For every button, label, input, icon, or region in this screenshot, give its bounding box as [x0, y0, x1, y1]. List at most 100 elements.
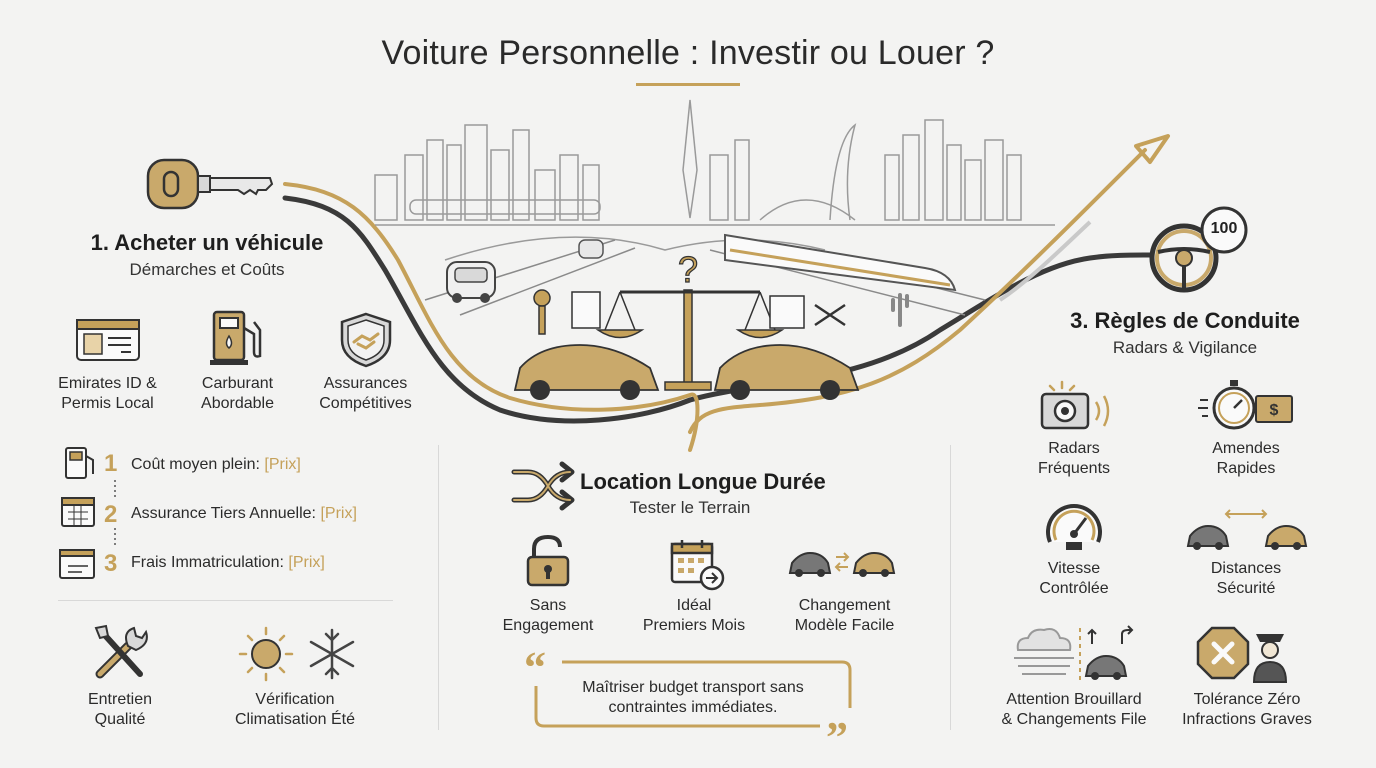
shuffle-icon: [814, 303, 846, 327]
label-line2: Qualité: [94, 711, 146, 728]
maintenance-item-ac: Vérification Climatisation Été: [215, 690, 375, 730]
fuel-pump-icon: [65, 447, 94, 479]
label-line1: Radars: [1048, 440, 1100, 457]
maintenance-item-tools: Entretien Qualité: [50, 690, 190, 730]
label-line2: Premiers Mois: [642, 617, 746, 634]
sun-icon: [238, 626, 294, 682]
calendar-icon: [61, 497, 95, 527]
sun-snowflake-icon: [238, 626, 355, 682]
label-line2: Modèle Facile: [794, 617, 895, 634]
close-quote-icon: ”: [826, 713, 848, 762]
car-swap-icon: [788, 551, 896, 577]
section3-item-fines: Amendes Rapides: [1176, 439, 1316, 479]
label-line1: Carburant: [201, 375, 274, 392]
label-line1: Amendes: [1212, 440, 1280, 457]
dotted-connector: [114, 480, 116, 546]
svg-text:$: $: [1270, 402, 1279, 419]
label-line2: Abordable: [201, 395, 274, 412]
label-line1: Assurances: [323, 375, 408, 392]
documents-icon: [59, 549, 95, 579]
label-line2: & Changements File: [1001, 711, 1147, 728]
calendar-icon: [769, 295, 805, 329]
tools-icon: [94, 624, 148, 679]
section3-item-radars: Radars Fréquents: [1004, 439, 1144, 479]
cost-value: [Prix]: [320, 505, 357, 522]
section1-subtitle: Démarches et Coûts: [129, 260, 285, 279]
document-icon: [571, 291, 601, 329]
label-line2: Engagement: [502, 617, 594, 634]
cost-row-2: Assurance Tiers Annuelle: [Prix]: [131, 505, 357, 523]
section3-item-distances: Distances Sécurité: [1176, 559, 1316, 599]
speed-limit-badge: 100: [1210, 220, 1238, 237]
label-line1: Tolérance Zéro: [1193, 691, 1301, 708]
cost-number-2: 2: [104, 501, 118, 528]
car-key-icon: [146, 158, 274, 210]
label-line2: Infractions Graves: [1182, 711, 1312, 728]
cost-value: [Prix]: [288, 554, 325, 571]
column-divider-left: [438, 445, 439, 730]
sedan-car-icon: [513, 344, 660, 400]
snowflake-icon: [309, 628, 355, 680]
unlocked-padlock-icon: [526, 534, 570, 587]
section2-item-model-change: Changement Modèle Facile: [772, 596, 917, 636]
fuel-pump-icon: [210, 310, 262, 365]
quote-text: Maîtriser budget transport sans contrain…: [548, 678, 838, 718]
section2-title: Location Longue Durée: [580, 469, 826, 494]
section2-subtitle: Tester le Terrain: [629, 498, 751, 517]
section1-item-id: Emirates ID & Permis Local: [40, 374, 175, 414]
section3-item-fog: Attention Brouillard & Changements File: [984, 690, 1164, 730]
section1-title: 1. Acheter un véhicule: [90, 230, 324, 255]
label-line2: Fréquents: [1037, 460, 1111, 477]
label-line1: Distances: [1210, 560, 1282, 577]
calendar-arrow-icon: [670, 540, 725, 591]
page-title: Voiture Personnelle : Investir ou Louer …: [381, 34, 995, 72]
cost-value: [Prix]: [264, 456, 301, 473]
section3-title: 3. Règles de Conduite: [1070, 308, 1300, 333]
section1-item-insurance: Assurances Compétitives: [298, 374, 433, 414]
sedan-car-icon-2: [713, 344, 860, 400]
label-line1: Sans: [529, 597, 567, 614]
speed-camera-icon: [1040, 380, 1110, 430]
fog-lane-icon: [1014, 625, 1134, 680]
cost-label: Coût moyen plein:: [131, 456, 260, 473]
section2-item-no-commitment: Sans Engagement: [478, 596, 618, 636]
label-line2: Rapides: [1216, 460, 1276, 477]
label-line1: Emirates ID &: [58, 375, 157, 392]
car-distance-icon: [1186, 509, 1308, 550]
balance-scale-illustration: ?: [513, 248, 860, 400]
stop-officer-icon: [1196, 626, 1288, 683]
section1-item-fuel: Carburant Abordable: [170, 374, 305, 414]
label-line2: Compétitives: [319, 395, 412, 412]
city-skyline-illustration: [374, 99, 1055, 327]
label-line1: Attention Brouillard: [1006, 691, 1142, 708]
cost-label: Assurance Tiers Annuelle:: [131, 505, 316, 522]
label-line2: Permis Local: [61, 395, 154, 412]
cost-row-1: Coût moyen plein: [Prix]: [131, 456, 301, 474]
label-line2: Sécurité: [1216, 580, 1276, 597]
cost-list-icons: [59, 447, 95, 579]
column-divider-right: [950, 445, 951, 730]
section3-item-speed: Vitesse Contrôlée: [1004, 559, 1144, 599]
key-icon: [533, 289, 551, 335]
label-line1: Changement: [798, 597, 891, 614]
svg-text:?: ?: [678, 249, 698, 290]
label-line1: Idéal: [676, 597, 712, 614]
label-line1: Entretien: [87, 691, 153, 708]
speedometer-icon: [1046, 504, 1102, 550]
shuffle-icon: [511, 461, 575, 511]
id-card-icon: [76, 319, 140, 361]
label-line2: Climatisation Été: [234, 711, 356, 728]
quote-line2: contraintes immédiates.: [608, 699, 778, 716]
label-line2: Contrôlée: [1039, 580, 1109, 597]
stopwatch-money-icon: $: [1198, 380, 1293, 430]
cost-row-3: Frais Immatriculation: [Prix]: [131, 554, 325, 572]
quote-frame: “ ”: [524, 643, 852, 762]
section2-item-first-months: Idéal Premiers Mois: [624, 596, 764, 636]
title-underline: [636, 83, 740, 86]
cost-label: Frais Immatriculation:: [131, 554, 284, 571]
section3-item-zero-tolerance: Tolérance Zéro Infractions Graves: [1164, 690, 1330, 730]
cost-number-1: 1: [104, 450, 118, 477]
divider: [58, 600, 393, 601]
steering-wheel-speed-icon: [1149, 206, 1248, 293]
quote-line1: Maîtriser budget transport sans: [582, 679, 804, 696]
